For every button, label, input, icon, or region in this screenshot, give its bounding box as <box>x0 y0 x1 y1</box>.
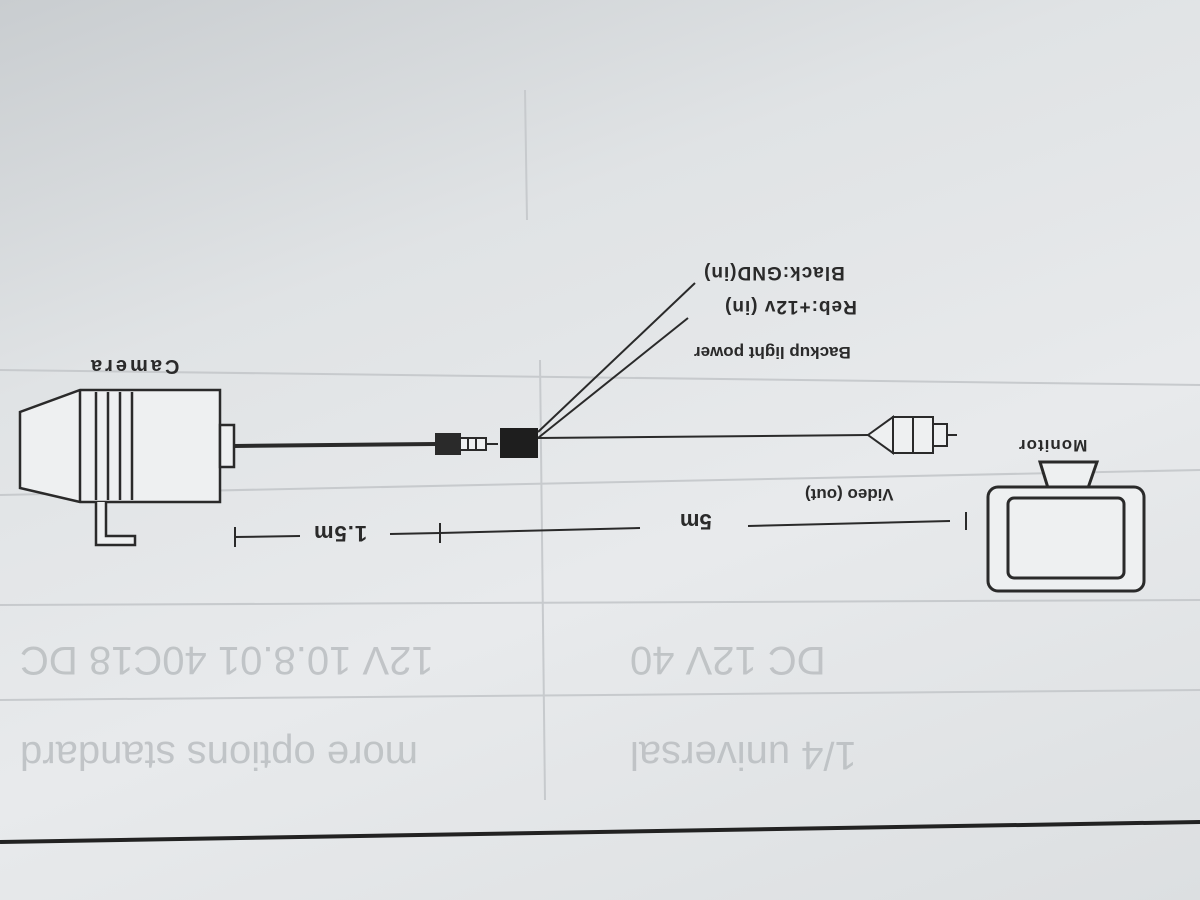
red-wire-label: Reb:+12v (in) <box>724 296 857 317</box>
length-1-5m-label: 1.5m <box>313 521 368 546</box>
video-cable <box>537 434 869 439</box>
camera-label: Camera <box>88 355 180 377</box>
monitor-label: Monitor <box>1018 436 1088 455</box>
monitor <box>986 460 1146 593</box>
length-5m-label: 5m <box>680 509 712 534</box>
rca-connector <box>866 415 957 455</box>
camera-body <box>18 388 236 547</box>
wire-red <box>537 317 689 439</box>
black-wire-label: Black:GND(in) <box>703 262 845 283</box>
backup-light-power-label: Backup light power <box>694 343 851 362</box>
camera-cable <box>233 442 437 448</box>
wire-black <box>537 282 696 433</box>
sheet-edge-line <box>0 820 1200 844</box>
dimension-line <box>234 512 967 547</box>
video-out-label: Video (out) <box>805 485 894 504</box>
junction-box <box>500 428 538 458</box>
plug-connector <box>435 433 498 455</box>
